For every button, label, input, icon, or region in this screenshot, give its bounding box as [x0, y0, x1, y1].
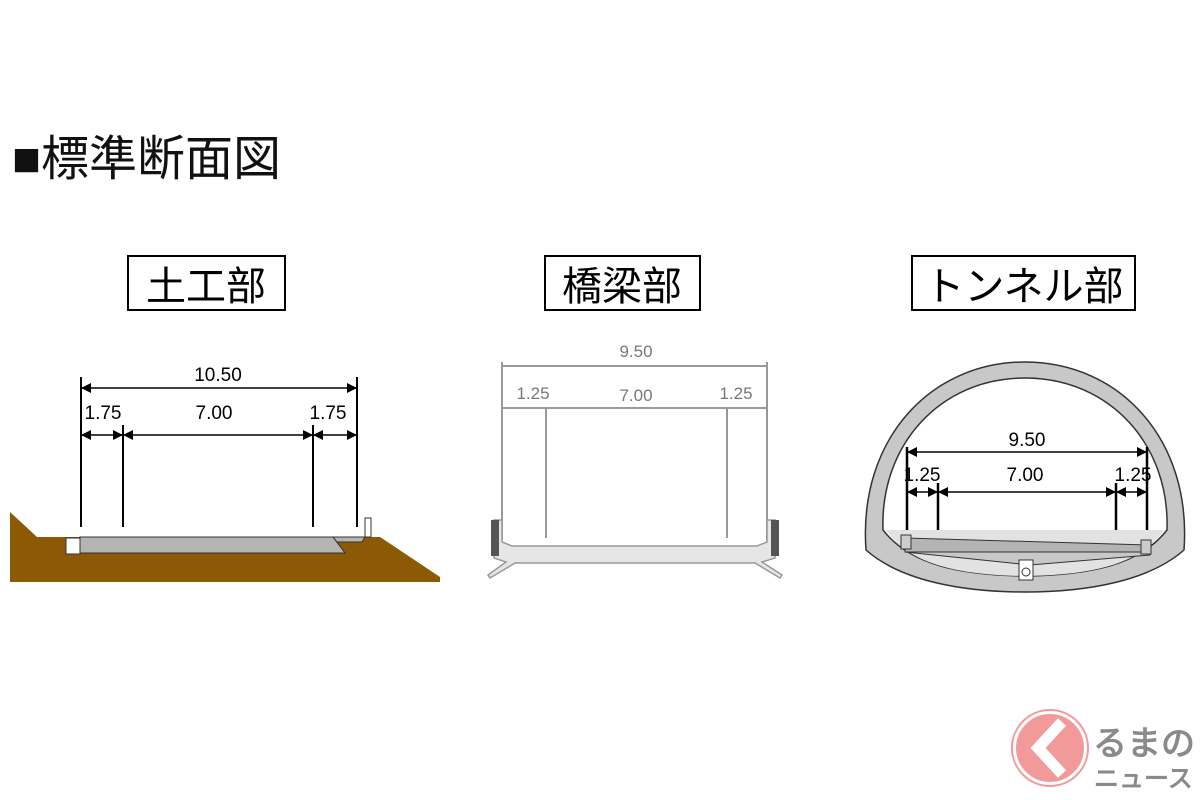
dim-total: 9.50	[1009, 430, 1046, 451]
section-label-box	[127, 255, 286, 311]
dim-center: 7.00	[1007, 465, 1044, 486]
barrier-left	[491, 520, 499, 556]
dim-left: 1.25	[904, 465, 941, 486]
dim-right: 1.25	[1115, 465, 1152, 486]
page-title: ■標準断面図	[12, 133, 281, 186]
section-bridge: 橋梁部 9.50 1.25 7.00 1.25	[486, 255, 784, 580]
gutter	[65, 537, 81, 555]
base-layer	[904, 551, 1151, 566]
section-label-box	[544, 255, 701, 311]
dim-total: 10.50	[194, 365, 242, 386]
kuruma-news-logo: るまの ニュース	[1011, 709, 1195, 793]
dim-center: 7.00	[196, 403, 233, 424]
section-label-box	[911, 255, 1136, 311]
logo-circle-icon	[1014, 712, 1086, 784]
section-label: トンネル部	[924, 265, 1123, 309]
guard-post	[364, 517, 372, 538]
section-label: 橋梁部	[562, 265, 682, 309]
dim-right: 1.75	[310, 403, 347, 424]
drain-pipe	[1021, 567, 1031, 577]
dim-right: 1.25	[719, 384, 752, 403]
shoulder	[331, 536, 366, 543]
logo-text-1: るまの	[1093, 725, 1195, 763]
dim-total: 9.50	[619, 342, 652, 361]
curb-left	[900, 534, 912, 550]
dim-left: 1.25	[516, 384, 549, 403]
curb-right	[1140, 539, 1152, 555]
section-label: 土工部	[146, 265, 266, 309]
section-tunnel: トンネル部 9.50 1.25 7.00 1.25	[864, 255, 1186, 593]
dim-left: 1.75	[85, 403, 122, 424]
bridge-deck	[486, 519, 784, 580]
pavement	[79, 536, 346, 554]
barrier-right	[771, 520, 779, 556]
logo-text-2: ニュース	[1094, 765, 1193, 793]
section-earthwork: 土工部 10.50 1.75 7.00 1.75	[10, 255, 440, 582]
dim-center: 7.00	[619, 386, 652, 405]
logo-chevron-icon	[1030, 718, 1067, 778]
